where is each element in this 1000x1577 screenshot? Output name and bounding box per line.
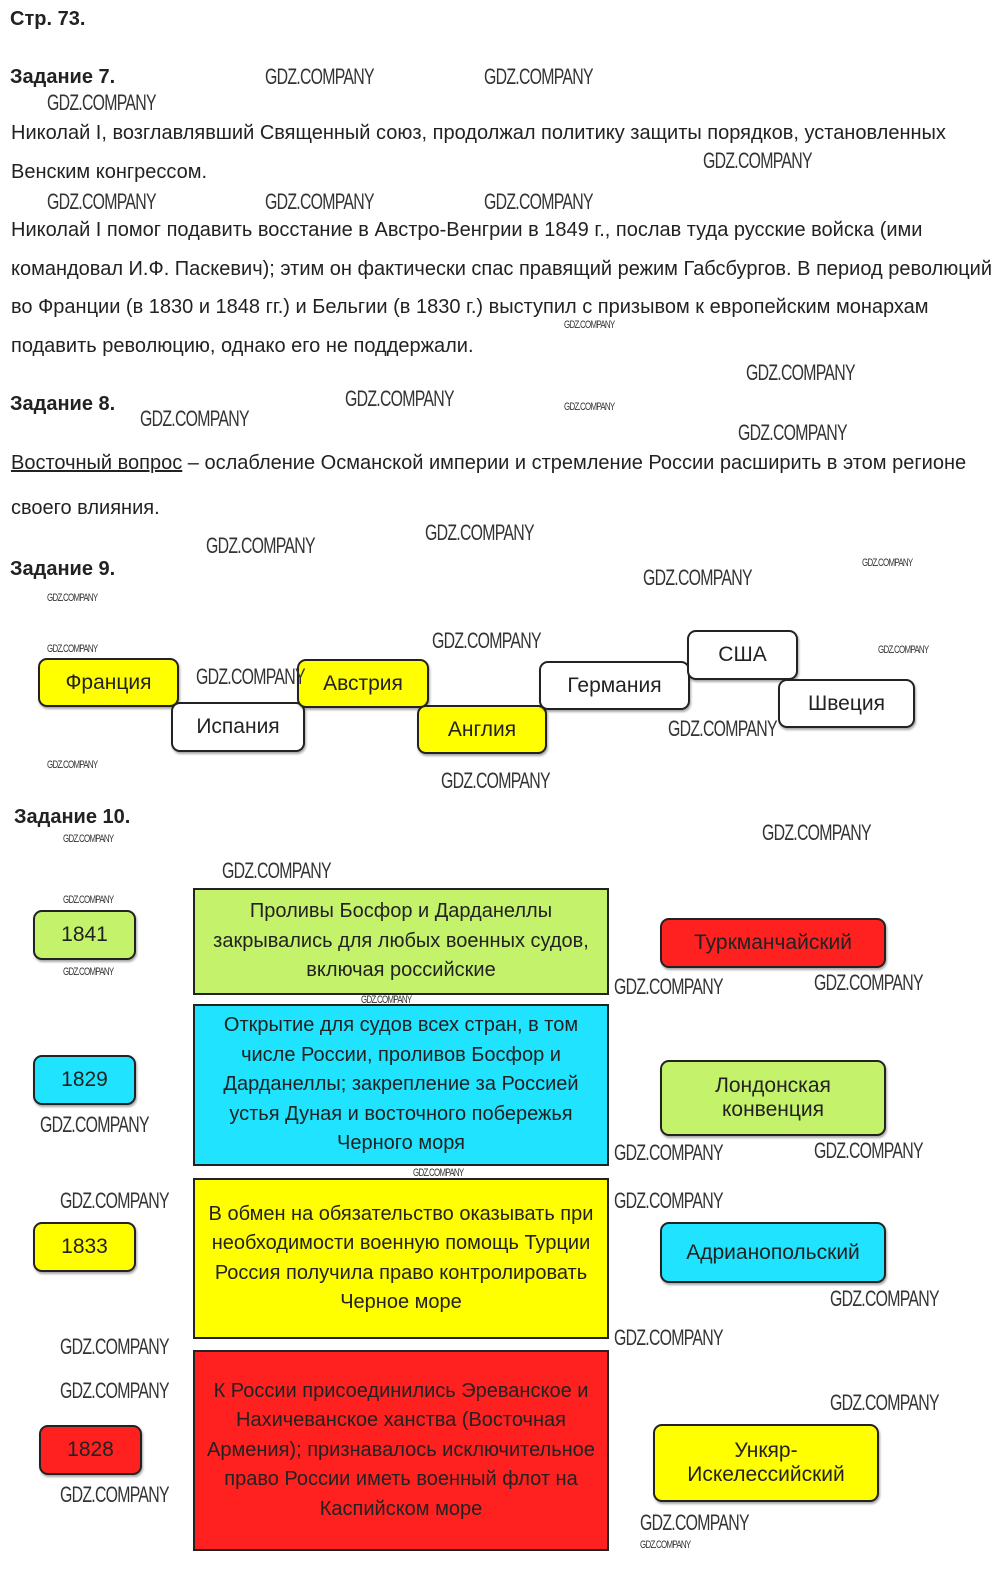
year-1828: 1828: [39, 1425, 142, 1475]
country-france: Франция: [38, 658, 179, 707]
watermark: GDZ.COMPANY: [830, 1286, 940, 1311]
watermark: GDZ.COMPANY: [640, 1539, 691, 1551]
definition: – ослабление Османской империи и стремле…: [11, 452, 967, 519]
watermark: GDZ.COMPANY: [63, 833, 114, 845]
watermark: GDZ.COMPANY: [345, 386, 455, 411]
watermark: GDZ.COMPANY: [814, 970, 924, 995]
watermark: GDZ.COMPANY: [668, 716, 778, 741]
watermark: GDZ.COMPANY: [762, 820, 872, 845]
watermark: GDZ.COMPANY: [196, 664, 306, 689]
watermark: GDZ.COMPANY: [614, 1188, 724, 1213]
year-1841: 1841: [33, 910, 136, 960]
description-straits-closed: Проливы Босфор и Дарданеллы закрывались …: [193, 888, 609, 995]
watermark: GDZ.COMPANY: [614, 974, 724, 999]
treaty-turkmenchay: Туркманчайский: [660, 918, 886, 968]
treaty-adrianople: Адрианопольский: [660, 1222, 886, 1283]
watermark: GDZ.COMPANY: [47, 643, 98, 655]
task7-paragraph-1: Николай I, возглавлявший Священный союз,…: [11, 122, 946, 183]
watermark: GDZ.COMPANY: [60, 1482, 170, 1507]
watermark: GDZ.COMPANY: [830, 1390, 940, 1415]
description-straits-opened: Открытие для судов всех стран, в том чис…: [193, 1004, 609, 1166]
watermark: GDZ.COMPANY: [564, 401, 615, 413]
year-1833: 1833: [33, 1222, 136, 1272]
watermark: GDZ.COMPANY: [484, 64, 594, 89]
country-germany: Германия: [539, 661, 690, 710]
description-black-sea-control: В обмен на обязательство оказывать при н…: [193, 1178, 609, 1339]
task7-paragraph-2: Николай I помог подавить восстание в Авс…: [11, 219, 993, 357]
country-spain: Испания: [171, 702, 305, 752]
page-label: Стр. 73.: [10, 8, 86, 30]
watermark: GDZ.COMPANY: [878, 644, 929, 656]
description-armenia: К России присоединились Эреванское и Нах…: [193, 1350, 609, 1551]
watermark: GDZ.COMPANY: [640, 1510, 750, 1535]
country-sweden: Швеция: [778, 679, 915, 728]
treaty-unkiar-skelessi: Ункяр-Искелессийский: [653, 1424, 879, 1502]
country-usa: США: [687, 630, 798, 680]
task8-title: Задание 8.: [10, 393, 116, 415]
watermark: GDZ.COMPANY: [222, 858, 332, 883]
watermark: GDZ.COMPANY: [60, 1334, 170, 1359]
watermark: GDZ.COMPANY: [140, 406, 250, 431]
watermark: GDZ.COMPANY: [206, 533, 316, 558]
treaty-london-convention: Лондонская конвенция: [660, 1060, 886, 1136]
country-england: Англия: [417, 705, 547, 754]
watermark: GDZ.COMPANY: [265, 189, 375, 214]
watermark: GDZ.COMPANY: [63, 966, 114, 978]
watermark: GDZ.COMPANY: [862, 557, 913, 569]
watermark: GDZ.COMPANY: [441, 768, 551, 793]
watermark: GDZ.COMPANY: [265, 64, 375, 89]
task9-title: Задание 9.: [10, 558, 116, 580]
country-austria: Австрия: [297, 659, 429, 708]
watermark: GDZ.COMPANY: [432, 628, 542, 653]
task8-answer: Восточный вопрос – ослабление Османской …: [11, 441, 971, 531]
watermark: GDZ.COMPANY: [63, 894, 114, 906]
year-1829: 1829: [33, 1055, 136, 1105]
watermark: GDZ.COMPANY: [60, 1188, 170, 1213]
watermark: GDZ.COMPANY: [746, 360, 856, 385]
watermark: GDZ.COMPANY: [814, 1138, 924, 1163]
watermark: GDZ.COMPANY: [40, 1112, 150, 1137]
watermark: GDZ.COMPANY: [47, 90, 157, 115]
watermark: GDZ.COMPANY: [60, 1378, 170, 1403]
term: Восточный вопрос: [11, 452, 183, 474]
watermark: GDZ.COMPANY: [643, 565, 753, 590]
watermark: GDZ.COMPANY: [47, 189, 157, 214]
watermark: GDZ.COMPANY: [47, 759, 98, 771]
task10-title: Задание 10.: [14, 806, 131, 828]
watermark: GDZ.COMPANY: [614, 1140, 724, 1165]
watermark: GDZ.COMPANY: [484, 189, 594, 214]
watermark: GDZ.COMPANY: [47, 592, 98, 604]
task7-title: Задание 7.: [10, 66, 116, 88]
watermark: GDZ.COMPANY: [614, 1325, 724, 1350]
